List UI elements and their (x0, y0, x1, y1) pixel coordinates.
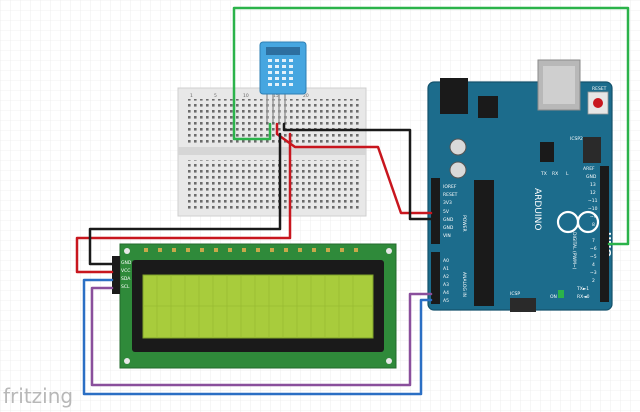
power-pin-gnd-2: GND (443, 225, 454, 231)
digital-pin-3: ~3 (590, 270, 597, 276)
power-pin-vin: VIN (443, 233, 451, 239)
analog-pin-a0: A0 (443, 258, 449, 264)
digital-pin-aref: AREF (583, 166, 595, 172)
wire-red-sensor-5v (275, 122, 433, 215)
digital-pin-10: ~10 (588, 206, 598, 212)
wire-blue-lcd-sda (82, 278, 433, 396)
fritzing-watermark: fritzing (3, 384, 73, 408)
lcd-pin-scl: SCL (121, 284, 130, 290)
digital-pin-4: 4 (592, 262, 595, 268)
wire-black-lcd-gnd (88, 132, 282, 266)
arduino-uno-board: RESET ICSP2 TX RX L ICSP ON UNO ARDUINO … (427, 59, 613, 312)
digital-pin-11: ~11 (588, 198, 598, 204)
wire-black-sensor-gnd (282, 122, 433, 221)
power-label: POWER (461, 215, 467, 232)
digital-pin-9: ~9 (590, 214, 597, 220)
wire-purple-lcd-scl (90, 286, 433, 387)
digital-header: AREF GND 13 12 ~11 ~10 ~9 8 7 ~6 ~5 4 ~3… (571, 166, 609, 302)
bb-col-20: 20 (303, 93, 309, 99)
icsp2-label: ICSP2 (570, 136, 583, 142)
digital-label: DIGITAL (PWM~) (571, 232, 577, 270)
breadboard: 1 5 10 15 20 (177, 87, 367, 217)
dht-sensor-icon (259, 41, 307, 122)
power-header: IOREF RESET 3V3 5V GND GND VIN POWER (431, 178, 467, 244)
digital-pin-8: 8 (592, 222, 595, 228)
power-pin-gnd-1: GND (443, 217, 454, 223)
bb-col-1: 1 (190, 93, 193, 99)
digital-pin-7: 7 (592, 238, 595, 244)
digital-pin-6: ~6 (590, 246, 597, 252)
digital-pin-2: 2 (592, 278, 595, 284)
board-name: ARDUINO (532, 188, 542, 230)
reset-label: RESET (592, 86, 607, 92)
digital-pin-tx: TX►1 (576, 286, 589, 292)
wire-green-data (232, 6, 630, 246)
digital-pin-5: ~5 (590, 254, 597, 260)
digital-pin-13: 13 (590, 182, 596, 188)
lcd-module: GND VCC SDA SCL (112, 243, 397, 369)
on-label: ON (550, 294, 557, 300)
power-pin-ioref: IOREF (443, 184, 457, 190)
analog-pin-a2: A2 (443, 274, 449, 280)
wire-red-lcd-vcc (75, 132, 292, 274)
power-pin-3v3: 3V3 (443, 200, 452, 206)
rx-label: RX (552, 171, 558, 177)
lcd-pin-gnd: GND (121, 260, 132, 266)
power-pin-5v: 5V (443, 209, 450, 215)
icsp-header: ICSP (510, 291, 536, 312)
lcd-pin-sda: SDA (121, 276, 131, 282)
digital-pin-rx: RX◄0 (577, 294, 590, 300)
digital-pin-12: 12 (590, 190, 596, 196)
analog-label: ANALOG IN (461, 272, 467, 297)
bb-col-5: 5 (214, 93, 217, 99)
icsp-label: ICSP (510, 291, 520, 297)
analog-header: A0 A1 A2 A3 A4 A5 ANALOG IN (431, 252, 467, 304)
lcd-pin-vcc: VCC (121, 268, 130, 274)
analog-pin-a3: A3 (443, 282, 449, 288)
arduino-logo-icon (556, 210, 600, 234)
analog-pin-a5: A5 (443, 298, 449, 304)
digital-pin-gnd: GND (586, 174, 597, 180)
bb-col-10: 10 (243, 93, 249, 99)
icsp2-header: ICSP2 (570, 136, 601, 163)
analog-pin-a4: A4 (443, 290, 449, 296)
power-pin-reset: RESET (443, 192, 458, 198)
l-label: L (566, 171, 569, 177)
analog-pin-a1: A1 (443, 266, 449, 272)
bb-col-15: 15 (273, 93, 279, 99)
tx-label: TX (540, 171, 547, 177)
